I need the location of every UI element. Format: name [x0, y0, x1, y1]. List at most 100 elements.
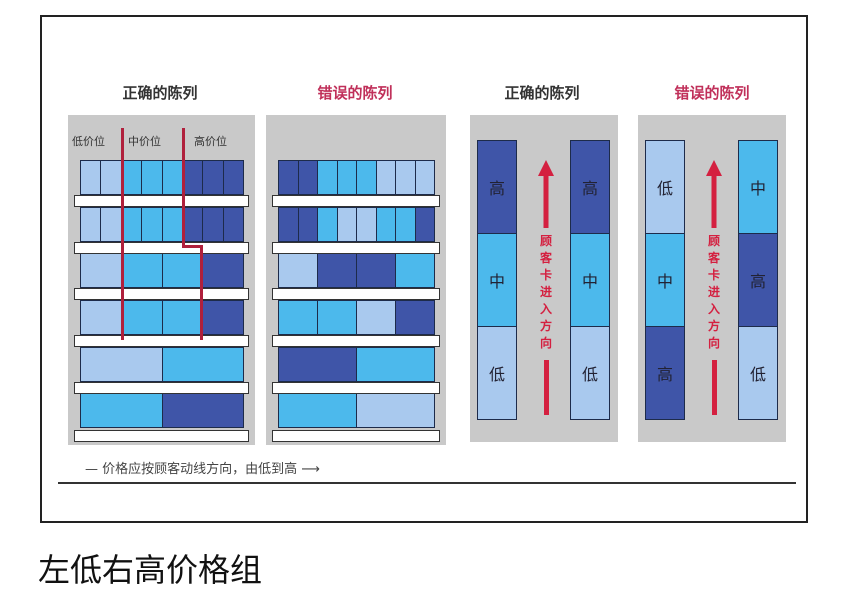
product-M — [317, 300, 357, 335]
product-H — [202, 160, 224, 195]
product-M — [395, 207, 416, 242]
product-L — [80, 300, 122, 335]
product-H — [414, 207, 435, 242]
product-M — [336, 160, 357, 195]
product-M — [120, 253, 163, 288]
product-M — [317, 160, 338, 195]
product-H — [278, 347, 357, 382]
shelf-board — [74, 242, 249, 254]
price-zone-divider — [121, 128, 124, 340]
label-mid-price: 中价位 — [128, 135, 161, 148]
aisle-panel-correct: 高中低高中低顾客卡进入方向 — [470, 115, 618, 442]
aisle-segment-left: 低 — [477, 326, 517, 420]
shelf-board — [272, 195, 440, 207]
shelf-board — [272, 430, 440, 442]
label-low-price: 低价位 — [72, 135, 105, 148]
price-zone-divider — [182, 245, 203, 248]
product-H — [317, 253, 357, 288]
product-L — [80, 347, 163, 382]
shelf-board — [74, 430, 249, 442]
shelf-panel-wrong — [266, 115, 446, 445]
title-correct-shelf: 正确的陈列 — [122, 84, 198, 102]
arrow-up-icon — [706, 160, 722, 228]
shelf-board — [74, 288, 249, 300]
caption: — 价格应按顾客动线方向，由低到高 ⟶ — [85, 462, 320, 477]
arrow-up-icon — [538, 160, 554, 228]
product-H — [356, 253, 396, 288]
product-H — [202, 207, 224, 242]
product-H — [181, 160, 204, 195]
product-L — [80, 253, 122, 288]
product-H — [161, 393, 244, 428]
product-M — [141, 207, 163, 242]
product-H — [278, 207, 299, 242]
shelf-board — [74, 195, 249, 207]
product-M — [161, 160, 183, 195]
product-M — [278, 300, 318, 335]
aisle-segment-right: 低 — [738, 326, 778, 420]
product-L — [80, 160, 102, 195]
product-M — [161, 347, 244, 382]
aisle-segment-right: 中 — [738, 140, 778, 234]
product-L — [100, 160, 122, 195]
shelf-panel-correct — [68, 115, 255, 445]
aisle-segment-left: 低 — [645, 140, 685, 234]
product-M — [161, 300, 204, 335]
title-correct-aisle: 正确的陈列 — [504, 84, 580, 102]
product-M — [120, 300, 163, 335]
aisle-segment-left: 高 — [477, 140, 517, 234]
product-H — [297, 160, 318, 195]
product-L — [395, 160, 416, 195]
price-zone-divider — [200, 245, 203, 340]
shelf-board — [272, 242, 440, 254]
product-M — [161, 207, 183, 242]
aisle-segment-right: 低 — [570, 326, 610, 420]
price-zone-divider — [182, 128, 185, 248]
product-H — [395, 300, 435, 335]
product-H — [181, 207, 204, 242]
product-H — [297, 207, 318, 242]
arrow-tail — [544, 360, 549, 415]
product-M — [141, 160, 163, 195]
shelf-board — [74, 382, 249, 394]
divider — [58, 482, 796, 484]
aisle-panel-wrong: 低中高中高低顾客卡进入方向 — [638, 115, 786, 442]
product-L — [414, 160, 435, 195]
product-M — [375, 207, 396, 242]
shelf-board — [74, 335, 249, 347]
product-M — [356, 160, 377, 195]
product-L — [80, 207, 102, 242]
product-M — [80, 393, 163, 428]
aisle-segment-right: 高 — [738, 233, 778, 327]
product-H — [222, 207, 244, 242]
shelf-board — [272, 382, 440, 394]
product-M — [317, 207, 338, 242]
product-M — [356, 347, 435, 382]
title-wrong-shelf: 错误的陈列 — [317, 84, 393, 102]
product-H — [202, 253, 244, 288]
product-H — [222, 160, 244, 195]
diagram-frame — [40, 15, 808, 523]
arrow-tail — [712, 360, 717, 415]
product-H — [202, 300, 244, 335]
aisle-segment-right: 高 — [570, 140, 610, 234]
product-L — [356, 393, 435, 428]
footer-title: 左低右高价格组 — [38, 551, 263, 589]
aisle-segment-left: 中 — [645, 233, 685, 327]
aisle-segment-left: 中 — [477, 233, 517, 327]
product-M — [161, 253, 204, 288]
aisle-segment-right: 中 — [570, 233, 610, 327]
product-M — [278, 393, 357, 428]
product-H — [278, 160, 299, 195]
direction-text: 顾客卡进入方向 — [707, 234, 720, 350]
product-L — [375, 160, 396, 195]
product-M — [395, 253, 435, 288]
product-L — [336, 207, 357, 242]
product-L — [100, 207, 122, 242]
label-high-price: 高价位 — [194, 135, 227, 148]
shelf-board — [272, 288, 440, 300]
shelf-board — [272, 335, 440, 347]
product-L — [278, 253, 318, 288]
product-L — [356, 300, 396, 335]
title-wrong-aisle: 错误的陈列 — [674, 84, 750, 102]
